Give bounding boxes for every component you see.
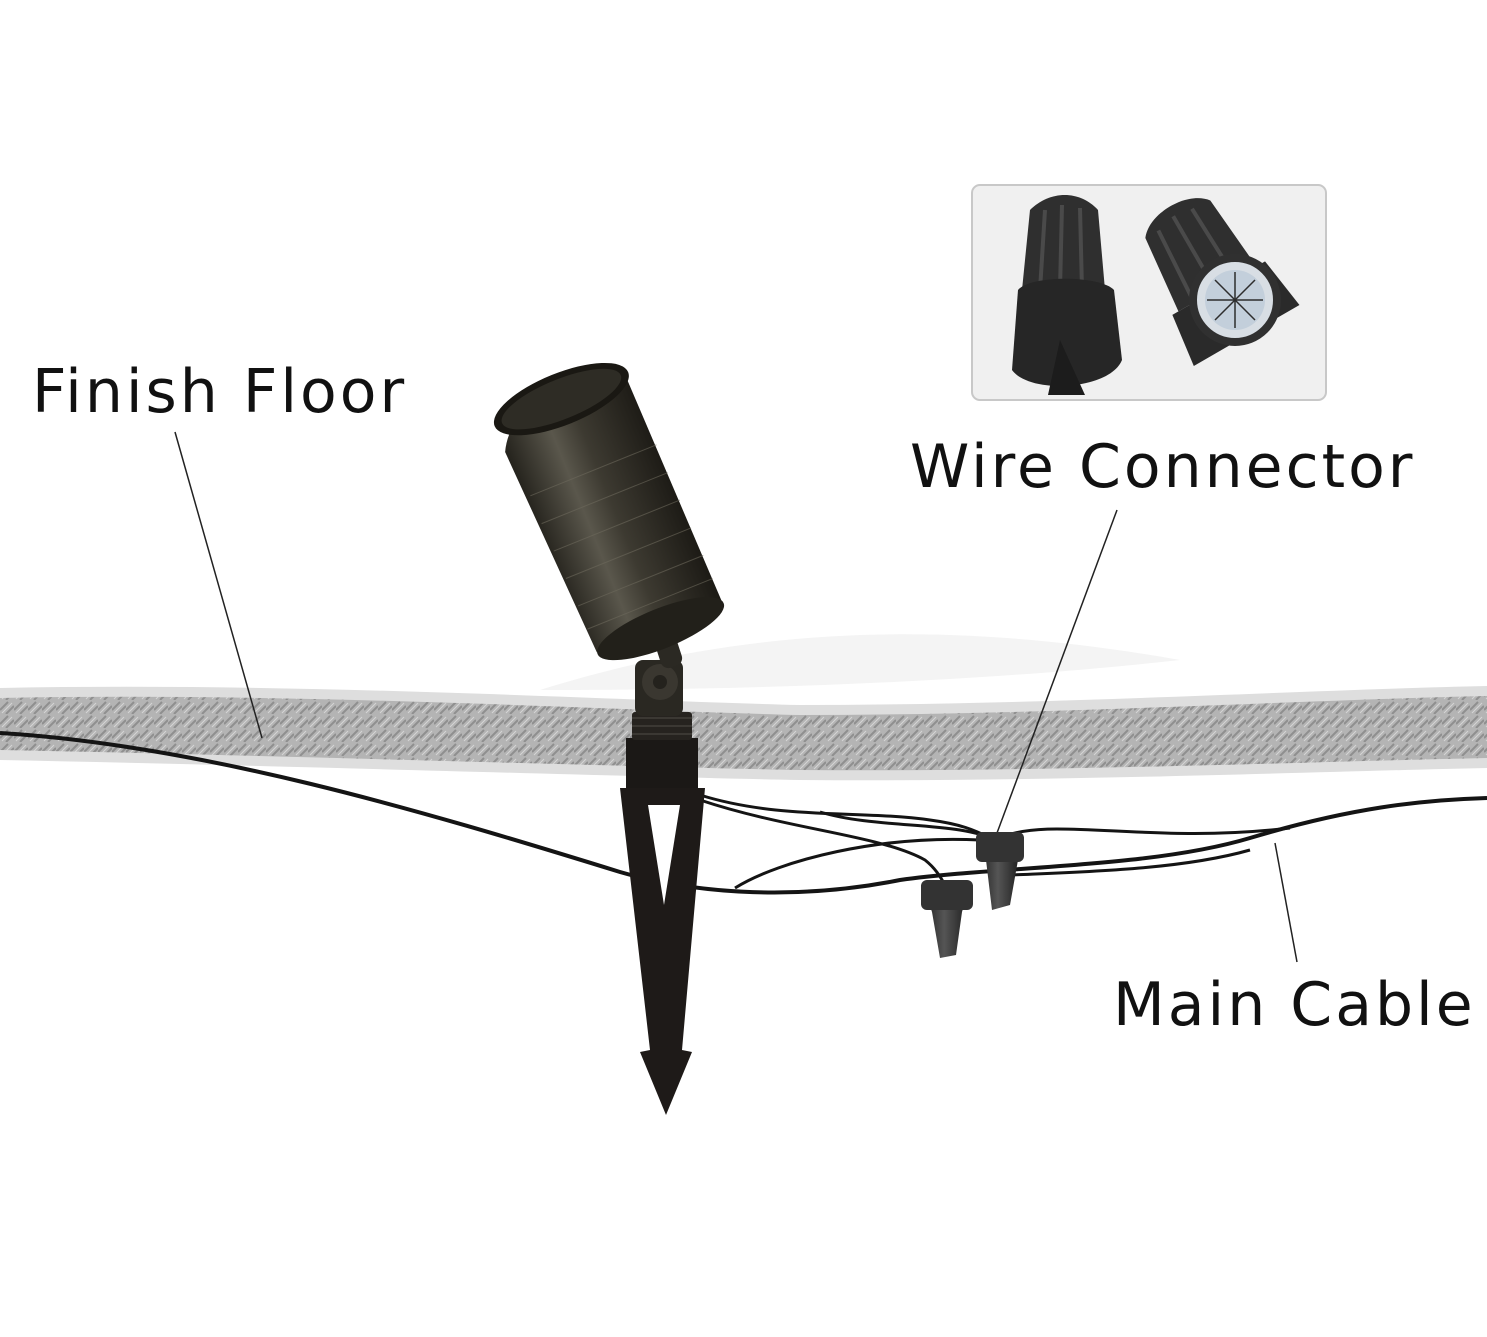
connector-inset <box>971 184 1327 401</box>
wire-connector-icon <box>921 832 1024 958</box>
main-cable-label: Main Cable <box>1113 970 1476 1040</box>
finish-floor-band <box>0 686 1487 781</box>
wire-connector-label: Wire Connector <box>910 432 1416 502</box>
ground-stake-icon <box>620 712 705 1115</box>
finish-floor-label: Finish Floor <box>32 357 408 427</box>
leader-line-finish-floor <box>174 431 263 739</box>
connector-inset-left-icon <box>1012 195 1122 395</box>
leader-line-main-cable <box>1274 842 1298 963</box>
leader-line-wire-connector <box>996 509 1118 834</box>
background-shadow <box>540 634 1180 690</box>
spotlight-fixture-icon <box>493 362 725 661</box>
main-cable <box>0 731 1487 895</box>
